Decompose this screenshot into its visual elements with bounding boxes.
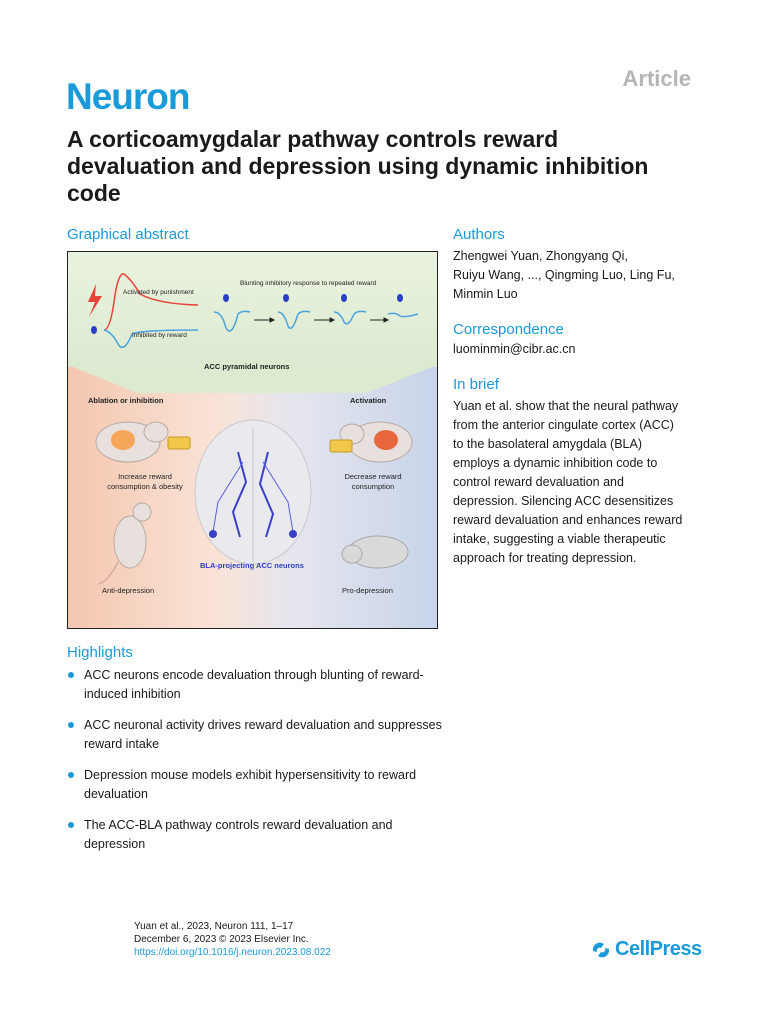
- highlight-text: ACC neuronal activity drives reward deva…: [84, 718, 442, 751]
- correspondence-email[interactable]: luominmin@cibr.ac.cn: [453, 342, 576, 356]
- citation-line: Yuan et al., 2023, Neuron 111, 1–17: [134, 921, 294, 932]
- authors-line: Ruiyu Wang, ..., Qingming Luo, Ling Fu,: [453, 268, 675, 282]
- highlight-item: The ACC-BLA pathway controls reward deva…: [67, 816, 447, 854]
- article-title: A corticoamygdalar pathway controls rewa…: [67, 126, 649, 206]
- highlight-text: ACC neurons encode devaluation through b…: [84, 668, 424, 701]
- ga-blunting-label: Blunting inhibitory response to repeated…: [240, 280, 377, 287]
- mouse-icon: [97, 502, 152, 585]
- bullet-icon: [68, 772, 74, 778]
- mouse-icon: [95, 421, 191, 463]
- highlight-item: ACC neurons encode devaluation through b…: [67, 666, 447, 704]
- highlight-item: Depression mouse models exhibit hypersen…: [67, 766, 447, 804]
- authors-list: Zhengwei Yuan, Zhongyang Qi, Ruiyu Wang,…: [453, 247, 675, 304]
- in-brief-line: control reward devaluation and: [453, 475, 624, 489]
- doi-link[interactable]: https://doi.org/10.1016/j.neuron.2023.08…: [134, 947, 331, 958]
- lightning-icon: [88, 284, 102, 317]
- in-brief-line: Yuan et al. show that the neural pathway: [453, 399, 679, 413]
- blue-trace-3: [277, 310, 311, 329]
- highlight-text: The ACC-BLA pathway controls reward deva…: [84, 818, 393, 851]
- mouse-icon: [341, 535, 409, 569]
- article-label: Article: [622, 66, 691, 91]
- ga-ablation-label: Ablation or inhibition: [88, 396, 164, 405]
- in-brief-heading: In brief: [453, 376, 499, 393]
- journal-logo[interactable]: Neuron: [66, 76, 190, 117]
- highlight-text: Depression mouse models exhibit hypersen…: [84, 768, 417, 801]
- bullet-icon: [68, 722, 74, 728]
- ga-activation-label: Activation: [350, 396, 387, 405]
- highlights-heading: Highlights: [67, 644, 133, 661]
- ga-inhibited-label: Inhibited by reward: [132, 332, 187, 339]
- in-brief-line: depression. Silencing ACC desensitizes: [453, 494, 674, 508]
- ga-decrease-label: Decrease reward consumption: [344, 472, 402, 491]
- brain-icon: [194, 419, 312, 565]
- in-brief-text: Yuan et al. show that the neural pathway…: [453, 397, 713, 568]
- authors-heading: Authors: [453, 226, 505, 243]
- cellpress-text: CellPress: [615, 938, 702, 960]
- ga-pro-depression-label: Pro-depression: [342, 586, 393, 595]
- footer-citation: Yuan et al., 2023, Neuron 111, 1–17 Dece…: [134, 920, 331, 959]
- cellpress-logo[interactable]: CellPress: [590, 938, 702, 961]
- graphical-abstract-heading: Graphical abstract: [67, 226, 189, 243]
- ga-increase-label: Increase reward consumption & obesity: [107, 472, 183, 491]
- blue-trace-1: [103, 329, 199, 349]
- highlights-list: ACC neurons encode devaluation through b…: [67, 666, 447, 866]
- in-brief-line: from the anterior cingulate cortex (ACC): [453, 418, 674, 432]
- ga-activated-label: Activated by punishment: [123, 289, 194, 296]
- graphical-abstract-figure: Activated by punishment Inhibited by rew…: [67, 251, 438, 629]
- ga-top-panel: [68, 252, 437, 367]
- red-trace: [103, 273, 199, 331]
- reward-drop-icon: [91, 326, 97, 334]
- authors-line: Minmin Luo: [453, 287, 518, 301]
- ga-divider: [68, 365, 437, 393]
- blue-trace-5: [387, 312, 419, 318]
- arrow-icon: [254, 317, 390, 323]
- ga-traces: [88, 273, 419, 349]
- ga-bla-projecting-label: BLA-projecting ACC neurons: [200, 561, 304, 570]
- cellpress-icon: [592, 942, 610, 957]
- ga-anti-depression-label: Anti-depression: [102, 586, 155, 595]
- in-brief-line: reward devaluation and enhances reward: [453, 513, 683, 527]
- in-brief-line: approach for treating depression.: [453, 551, 637, 565]
- ga-acc-pyramidal-label: ACC pyramidal neurons: [204, 362, 290, 371]
- in-brief-line: to the basolateral amygdala (BLA): [453, 437, 642, 451]
- bullet-icon: [68, 822, 74, 828]
- correspondence-heading: Correspondence: [453, 321, 564, 338]
- blue-trace-2: [213, 310, 251, 332]
- blue-trace-4: [333, 310, 367, 325]
- bullet-icon: [68, 672, 74, 678]
- date-line: December 6, 2023 © 2023 Elsevier Inc.: [134, 934, 309, 945]
- highlight-item: ACC neuronal activity drives reward deva…: [67, 716, 447, 754]
- mouse-icon: [329, 421, 413, 463]
- ga-illustration: [95, 419, 413, 585]
- authors-line: Zhengwei Yuan, Zhongyang Qi,: [453, 249, 628, 263]
- in-brief-line: employs a dynamic inhibition code to: [453, 456, 658, 470]
- in-brief-line: intake, suggesting a viable therapeutic: [453, 532, 666, 546]
